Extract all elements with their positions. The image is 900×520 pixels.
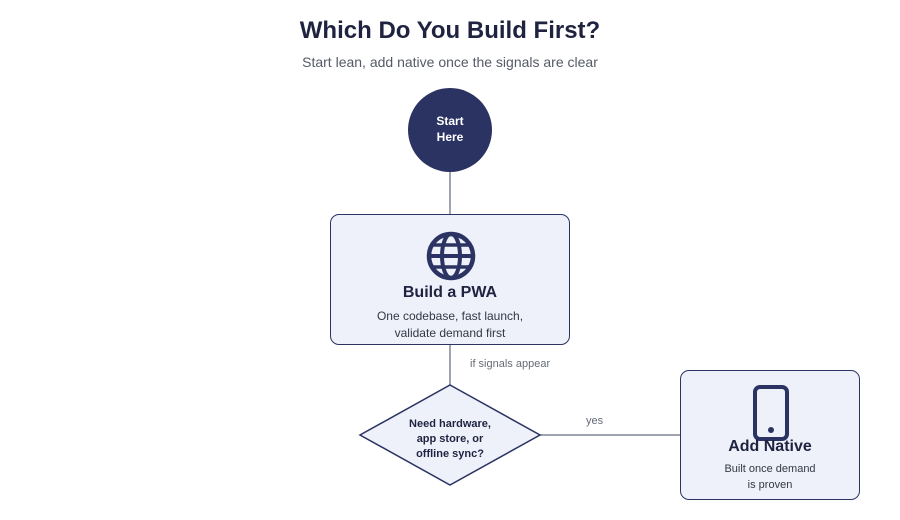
pwa-node-description: One codebase, fast launch, validate dema… (331, 308, 569, 342)
start-line-1: Start (436, 114, 464, 128)
decision-line-2: app store, or (416, 433, 484, 445)
decision-line-3: offline sync? (416, 448, 484, 460)
native-node-title: Add Native (728, 438, 812, 455)
pwa-desc-line-2: validate demand first (394, 326, 506, 340)
diagram-subtitle: Start lean, add native once the signals … (302, 54, 598, 70)
decision-node-label: Need hardware, app store, or offline syn… (392, 417, 508, 462)
pwa-node[interactable]: Build a PWA One codebase, fast launch, v… (330, 214, 570, 345)
decision-node-diamond[interactable] (358, 384, 542, 486)
start-node-label: Start Here (408, 113, 492, 145)
native-desc-line-1: Built once demand (724, 463, 816, 475)
diagram-title: Which Do You Build First? (299, 17, 601, 44)
phone-icon (753, 385, 789, 441)
start-node-circle[interactable] (408, 88, 492, 172)
start-line-2: Here (436, 130, 464, 144)
globe-icon (426, 231, 476, 281)
native-node-description: Built once demand is proven (681, 461, 859, 493)
decision-line-1: Need hardware, (409, 418, 491, 430)
native-desc-line-2: is proven (747, 479, 793, 491)
native-node[interactable]: Add Native Built once demand is proven (680, 370, 860, 500)
edge-label-yes: yes (586, 415, 604, 427)
pwa-node-title: Build a PWA (402, 284, 498, 301)
edge-label-signals: if signals appear (470, 358, 551, 370)
pwa-desc-line-1: One codebase, fast launch, (376, 309, 524, 323)
